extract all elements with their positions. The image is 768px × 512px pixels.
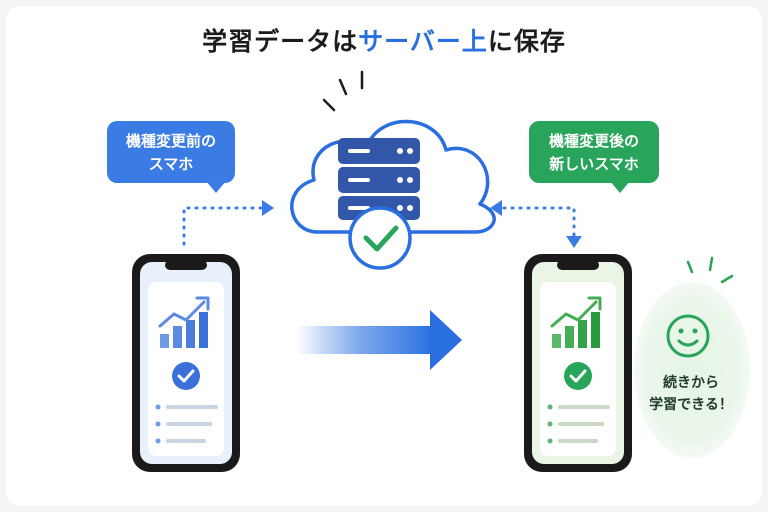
arrow-head-icon bbox=[566, 236, 582, 248]
smiley-icon bbox=[666, 314, 710, 358]
callout-line2: 学習できる！ bbox=[649, 397, 733, 413]
bubble-tail bbox=[206, 181, 226, 193]
check-icon bbox=[564, 362, 592, 390]
smiley-sparkles bbox=[686, 256, 734, 284]
list-lines bbox=[155, 404, 218, 444]
bubble-tail bbox=[610, 181, 630, 193]
title-prefix: 学習データは bbox=[202, 27, 359, 56]
sparkle-line bbox=[338, 78, 348, 96]
callout-line1: 続きから bbox=[663, 375, 719, 391]
check-icon bbox=[172, 362, 200, 390]
growth-chart-icon bbox=[158, 296, 210, 348]
new-phone-label: 機種変更後の 新しいスマホ bbox=[529, 121, 659, 183]
continue-callout: 続きから 学習できる！ bbox=[636, 372, 746, 416]
sparkle-line bbox=[708, 256, 714, 272]
diagram-title: 学習データはサーバー上に保存 bbox=[0, 22, 768, 58]
server-unit bbox=[338, 138, 420, 164]
arrow-head-icon bbox=[262, 200, 274, 216]
server-unit bbox=[338, 167, 420, 193]
old-phone-label-line1: 機種変更前の bbox=[125, 132, 216, 150]
title-suffix: に保存 bbox=[487, 27, 566, 56]
transfer-arrow-icon bbox=[296, 310, 462, 370]
right-connector bbox=[490, 200, 582, 248]
arrow-head-icon bbox=[490, 200, 502, 216]
growth-chart-icon bbox=[550, 296, 602, 348]
callout-glow bbox=[634, 282, 750, 458]
old-phone-label-line2: スマホ bbox=[148, 155, 194, 173]
cloud-check-icon bbox=[348, 206, 412, 270]
list-lines bbox=[547, 404, 610, 444]
title-accent: サーバー上 bbox=[358, 27, 488, 56]
new-phone bbox=[524, 254, 632, 472]
sparkle-line bbox=[686, 260, 694, 274]
new-phone-label-line2: 新しいスマホ bbox=[549, 155, 639, 173]
old-phone-label: 機種変更前の スマホ bbox=[107, 121, 235, 183]
sparkle-line bbox=[720, 274, 734, 284]
left-connector bbox=[182, 200, 274, 246]
old-phone bbox=[132, 254, 240, 472]
new-phone-label-line1: 機種変更後の bbox=[548, 132, 639, 150]
sparkle-lines bbox=[322, 70, 364, 112]
sparkle-line bbox=[322, 98, 336, 112]
